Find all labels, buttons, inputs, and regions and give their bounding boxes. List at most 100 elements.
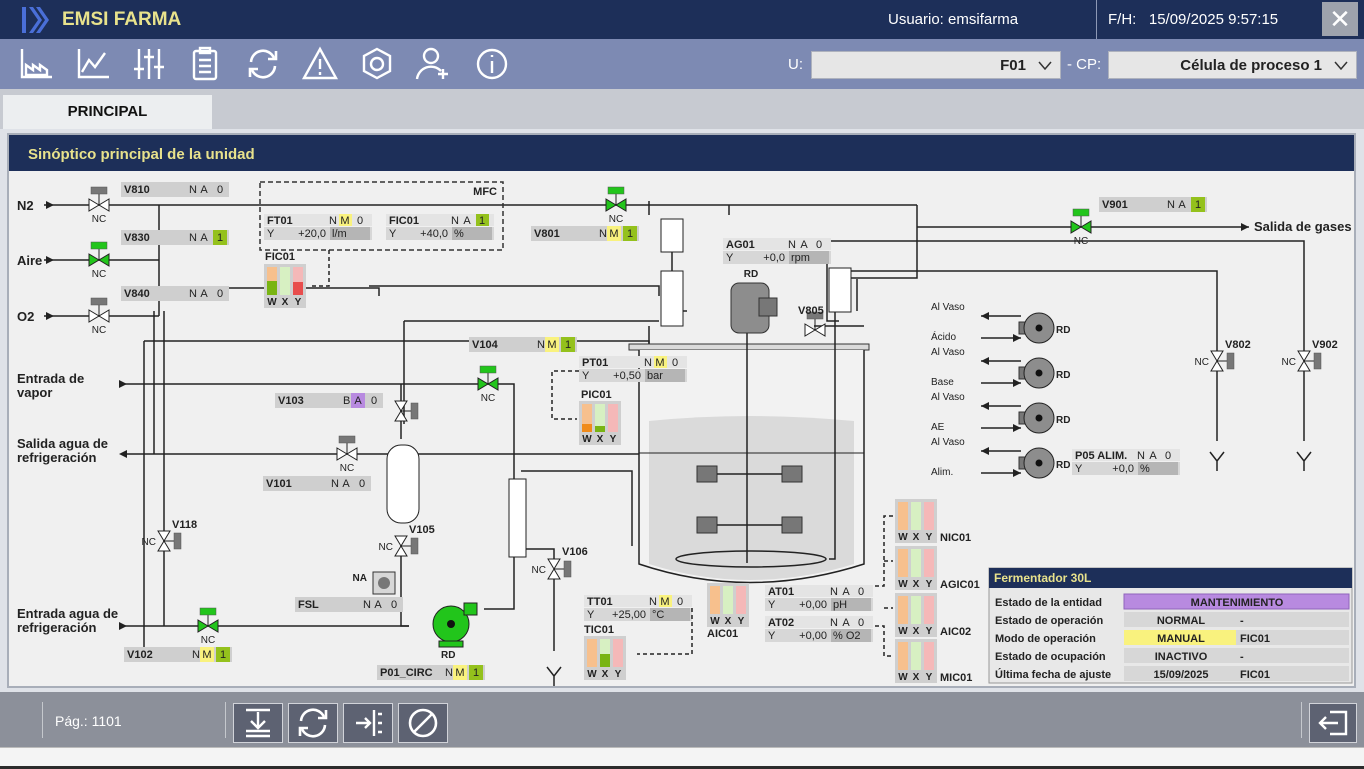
mode-state: A [200,232,208,244]
mode-value: 1 [565,339,571,351]
mode-block-name: V840 [124,288,150,300]
bar-x [723,586,733,614]
meas-value: +0,00 [799,599,827,611]
mode-value-bg [213,286,227,301]
valve[interactable]: NC [1282,350,1322,372]
mode-state-bg [798,238,811,250]
info-row-label: Estado de la entidad [995,597,1102,609]
pump-center [447,620,455,628]
valve-nc-label: NC [201,635,215,646]
recipes-button[interactable] [185,45,225,83]
pipe-line [827,240,1305,361]
trends-button[interactable] [73,45,113,83]
divider [1096,0,1097,39]
valve[interactable]: NC [605,186,627,225]
datetime-label: F/H: [1108,11,1137,28]
tab-principal[interactable]: PRINCIPAL [3,95,212,129]
valve[interactable]: NC [477,365,499,404]
sequence-button[interactable] [343,703,393,743]
valve[interactable]: NC [142,530,182,552]
info-value-bg [1124,648,1236,663]
valve-nc-label: NC [92,214,106,225]
valve[interactable] [394,400,419,422]
unit-select[interactable]: F01 [811,51,1061,79]
settings-button[interactable] [357,45,397,83]
plant-overview-button[interactable] [16,45,56,83]
valve[interactable]: NC [532,558,572,580]
download-button[interactable] [233,703,283,743]
valve[interactable]: NC [197,607,219,646]
mode-block-name: V104 [472,339,499,351]
close-button[interactable]: ✕ [1322,2,1358,36]
stop-button[interactable] [398,703,448,743]
info-button[interactable] [472,45,512,83]
impeller-blade [696,516,718,534]
mode-value-bg [855,585,868,597]
mode-value: 0 [217,288,223,300]
alarms-button[interactable] [300,45,340,83]
meas-unit-bg [452,227,492,240]
unit-label: U: [788,56,803,73]
sparger-line [829,271,836,560]
valve[interactable]: NC [379,535,419,557]
valve[interactable]: NC [88,241,110,280]
valve[interactable] [804,311,826,337]
valve-actuator-icon [173,532,182,550]
meas-value: +0,00 [799,630,827,642]
meas-y-label: Y [587,609,595,621]
factory-icon [20,49,52,79]
valve[interactable]: NC [1195,350,1235,372]
valve[interactable]: NC [88,186,110,225]
info-row-label: Modo de operación [995,633,1096,645]
meas-y-label: Y [1075,463,1083,475]
cell-select[interactable]: Célula de proceso 1 [1108,51,1357,79]
mode-state-bg [461,214,474,226]
refresh-button[interactable] [243,45,283,83]
reload-button[interactable] [288,703,338,743]
valve[interactable]: NC [336,435,358,474]
valve[interactable]: NC [88,297,110,336]
mode-block-name: P01_CIRC [380,667,433,679]
mode-state: A [1149,450,1157,462]
bar-x-label: X [602,669,609,680]
logout-button[interactable] [1309,703,1357,743]
pipe-line [159,287,380,296]
valve[interactable]: NC [1070,208,1092,247]
valve-actuator-icon [607,186,625,195]
users-button[interactable] [413,45,453,83]
adjustments-button[interactable] [129,45,169,83]
mode-value-bg [213,182,227,197]
